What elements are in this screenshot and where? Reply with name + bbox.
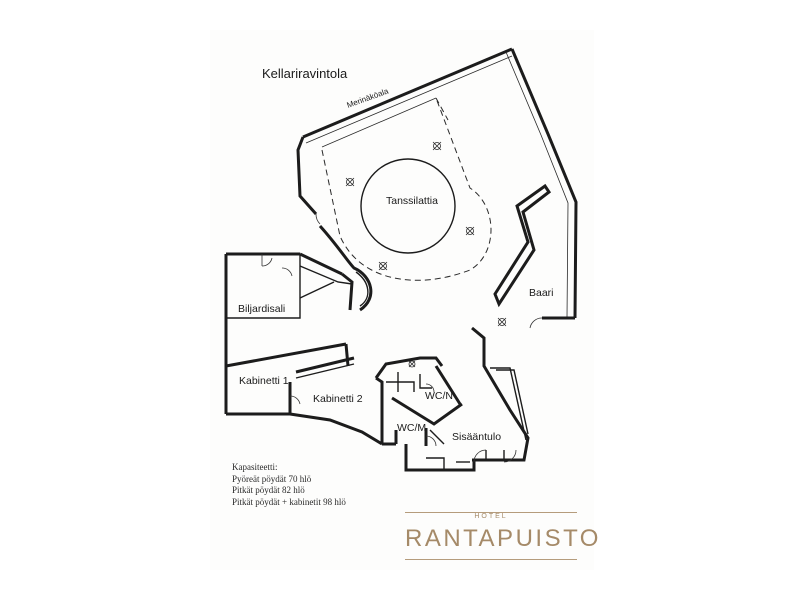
light-icon [465, 226, 475, 236]
entrance-block [404, 326, 530, 472]
ceiling-lights [345, 141, 507, 368]
sea-view-label: Merinäköala [346, 86, 391, 110]
dance-floor-label: Tanssilattia [386, 195, 438, 207]
logo-brand-text: RANTAPUISTO [405, 525, 601, 552]
capacity-line: Pyöreät pöydät 70 hlö [232, 473, 312, 484]
capacity-heading: Kapasiteetti: [232, 462, 278, 472]
floor-plan-sheet [210, 30, 594, 570]
outer-walls [296, 47, 578, 329]
entrance-label: Sisääntulo [452, 431, 501, 443]
capacity-line: Pitkät pöydät 82 hlö [232, 485, 305, 496]
cabinet-2-label: Kabinetti 2 [313, 393, 363, 405]
cabinet-1-label: Kabinetti 1 [239, 375, 289, 387]
wc-block [374, 356, 463, 447]
wc-women-label: WC/N [425, 390, 453, 402]
wc-men-label: WC/M [397, 422, 426, 434]
light-icon [497, 317, 507, 327]
light-icon [378, 261, 388, 271]
dance-floor [321, 97, 492, 281]
west-rooms [224, 252, 383, 446]
capacity-info: Kapasiteetti: Pyöreät pöydät 70 hlö Pitk… [232, 462, 346, 508]
hotel-logo: HOTEL RANTAPUISTO [405, 512, 601, 560]
logo-rule [405, 559, 577, 560]
light-icon [345, 177, 355, 187]
billiards-label: Biljardisali [238, 303, 285, 315]
logo-rule [405, 512, 577, 513]
capacity-line: Pitkät pöydät + kabinetit 98 hlö [232, 496, 346, 507]
light-icon [408, 360, 416, 368]
light-icon [432, 141, 442, 151]
plan-title: Kellariravintola [262, 66, 348, 81]
logo-hotel-text: HOTEL [474, 513, 508, 520]
bar-counter [493, 183, 552, 308]
bar-label: Baari [529, 287, 554, 299]
